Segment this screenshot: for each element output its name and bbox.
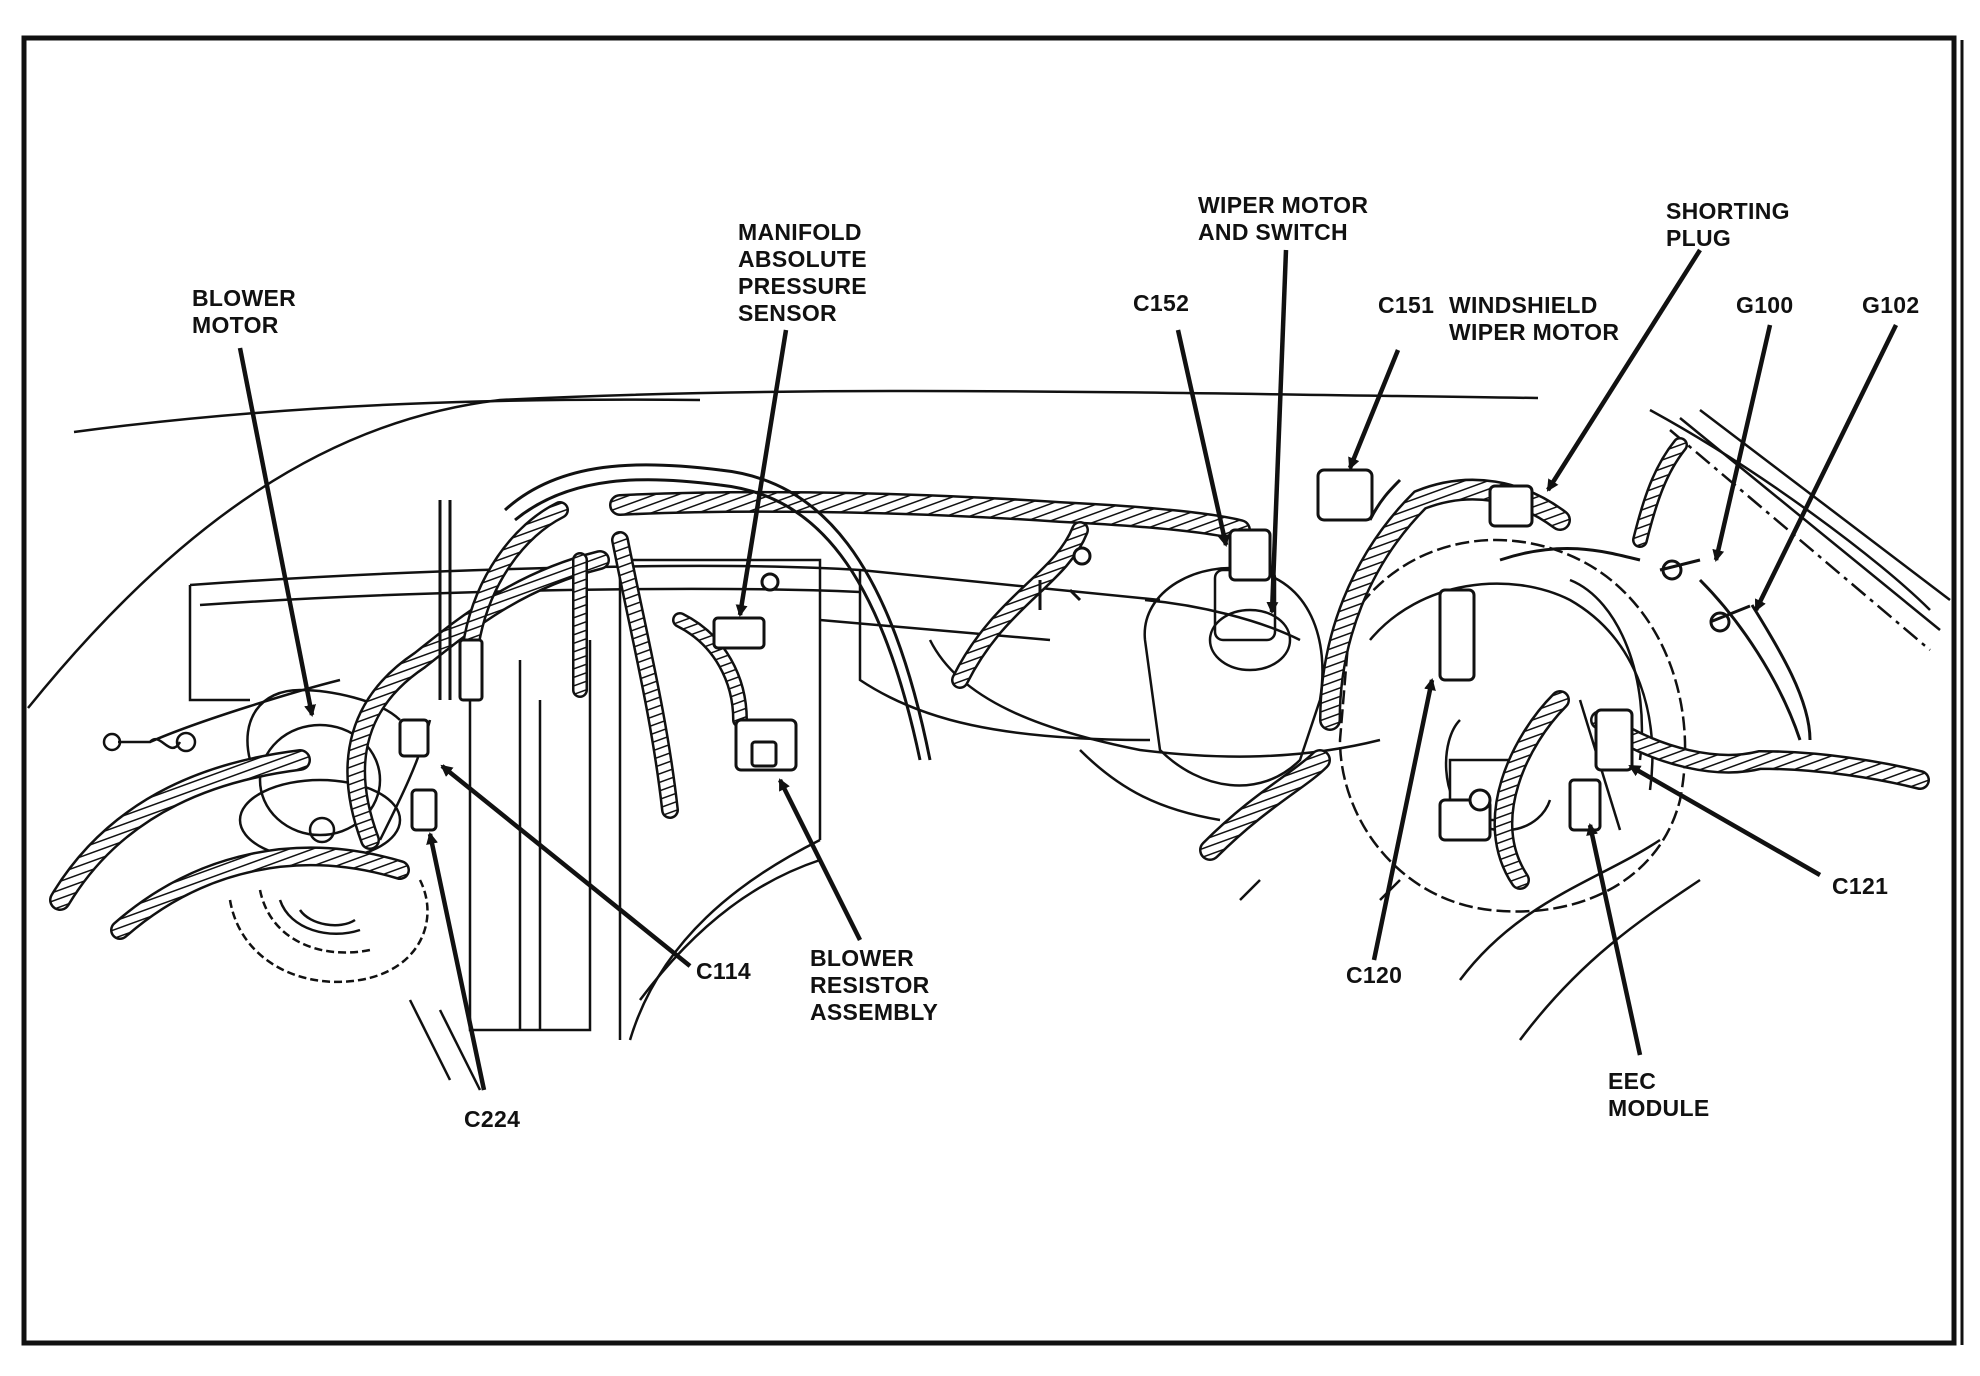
label-c114: C114 xyxy=(696,958,751,985)
label-c121: C121 xyxy=(1832,873,1888,900)
label-line: WIPER MOTOR xyxy=(1198,192,1369,218)
label-line: WIPER MOTOR xyxy=(1449,319,1620,345)
label-line: MANIFOLD xyxy=(738,219,862,245)
label-c120: C120 xyxy=(1346,962,1402,989)
label-line: AND SWITCH xyxy=(1198,219,1348,245)
arrow-blower-resistor xyxy=(777,778,863,942)
arrow-c224 xyxy=(426,832,487,1091)
connectors xyxy=(398,468,1751,842)
arrow-c121 xyxy=(1628,764,1822,877)
label-windshield-wiper-motor: WINDSHIELD WIPER MOTOR xyxy=(1449,292,1619,346)
label-line: G100 xyxy=(1736,292,1794,318)
label-line: C114 xyxy=(696,958,751,984)
label-shorting-plug: SHORTING PLUG xyxy=(1666,198,1790,252)
diagram-frame xyxy=(21,35,1957,1346)
label-line: C121 xyxy=(1832,873,1889,899)
label-line: C151 xyxy=(1378,292,1435,318)
label-line: C224 xyxy=(464,1106,521,1132)
arrow-g100 xyxy=(1712,324,1773,562)
label-map-sensor: MANIFOLD ABSOLUTE PRESSURE SENSOR xyxy=(738,219,867,327)
label-g100: G100 xyxy=(1736,292,1793,319)
label-line: MODULE xyxy=(1608,1095,1710,1121)
label-line: WINDSHIELD xyxy=(1449,292,1598,318)
label-c224: C224 xyxy=(464,1106,520,1133)
label-g102: G102 xyxy=(1862,292,1919,319)
arrow-c152 xyxy=(1175,329,1230,547)
label-wiper-motor-switch: WIPER MOTOR AND SWITCH xyxy=(1198,192,1368,246)
thin-wires xyxy=(438,463,1812,761)
leader-arrows xyxy=(237,248,1899,1091)
arrow-c151 xyxy=(1347,349,1401,470)
arrow-c120 xyxy=(1371,678,1436,961)
label-line: ABSOLUTE xyxy=(738,246,867,272)
label-line: C120 xyxy=(1346,962,1403,988)
label-line: G102 xyxy=(1862,292,1920,318)
arrow-eec-module xyxy=(1586,823,1643,1056)
arrow-g102 xyxy=(1753,324,1899,612)
arrow-c114 xyxy=(440,764,692,968)
label-line: PLUG xyxy=(1666,225,1732,251)
label-line: BLOWER xyxy=(192,285,297,311)
label-blower-resistor: BLOWER RESISTOR ASSEMBLY xyxy=(810,945,938,1026)
label-c152: C152 xyxy=(1133,290,1189,317)
label-line: MOTOR xyxy=(192,312,279,338)
label-blower-motor: BLOWER MOTOR xyxy=(192,285,296,339)
label-eec-module: EEC MODULE xyxy=(1608,1068,1709,1122)
label-line: RESISTOR xyxy=(810,972,930,998)
label-line: SHORTING xyxy=(1666,198,1790,224)
label-line: EEC xyxy=(1608,1068,1657,1094)
label-line: ASSEMBLY xyxy=(810,999,939,1025)
arrow-blower-motor xyxy=(237,347,316,717)
arrow-map-sensor xyxy=(735,329,789,617)
label-line: C152 xyxy=(1133,290,1190,316)
label-line: PRESSURE xyxy=(738,273,867,299)
label-line: BLOWER xyxy=(810,945,915,971)
vehicle-body-outline xyxy=(27,389,1951,1091)
label-c151: C151 xyxy=(1378,292,1434,319)
arrow-wiper-motor-switch xyxy=(1266,249,1289,614)
label-line: SENSOR xyxy=(738,300,837,326)
arrow-shorting-plug xyxy=(1546,248,1702,492)
